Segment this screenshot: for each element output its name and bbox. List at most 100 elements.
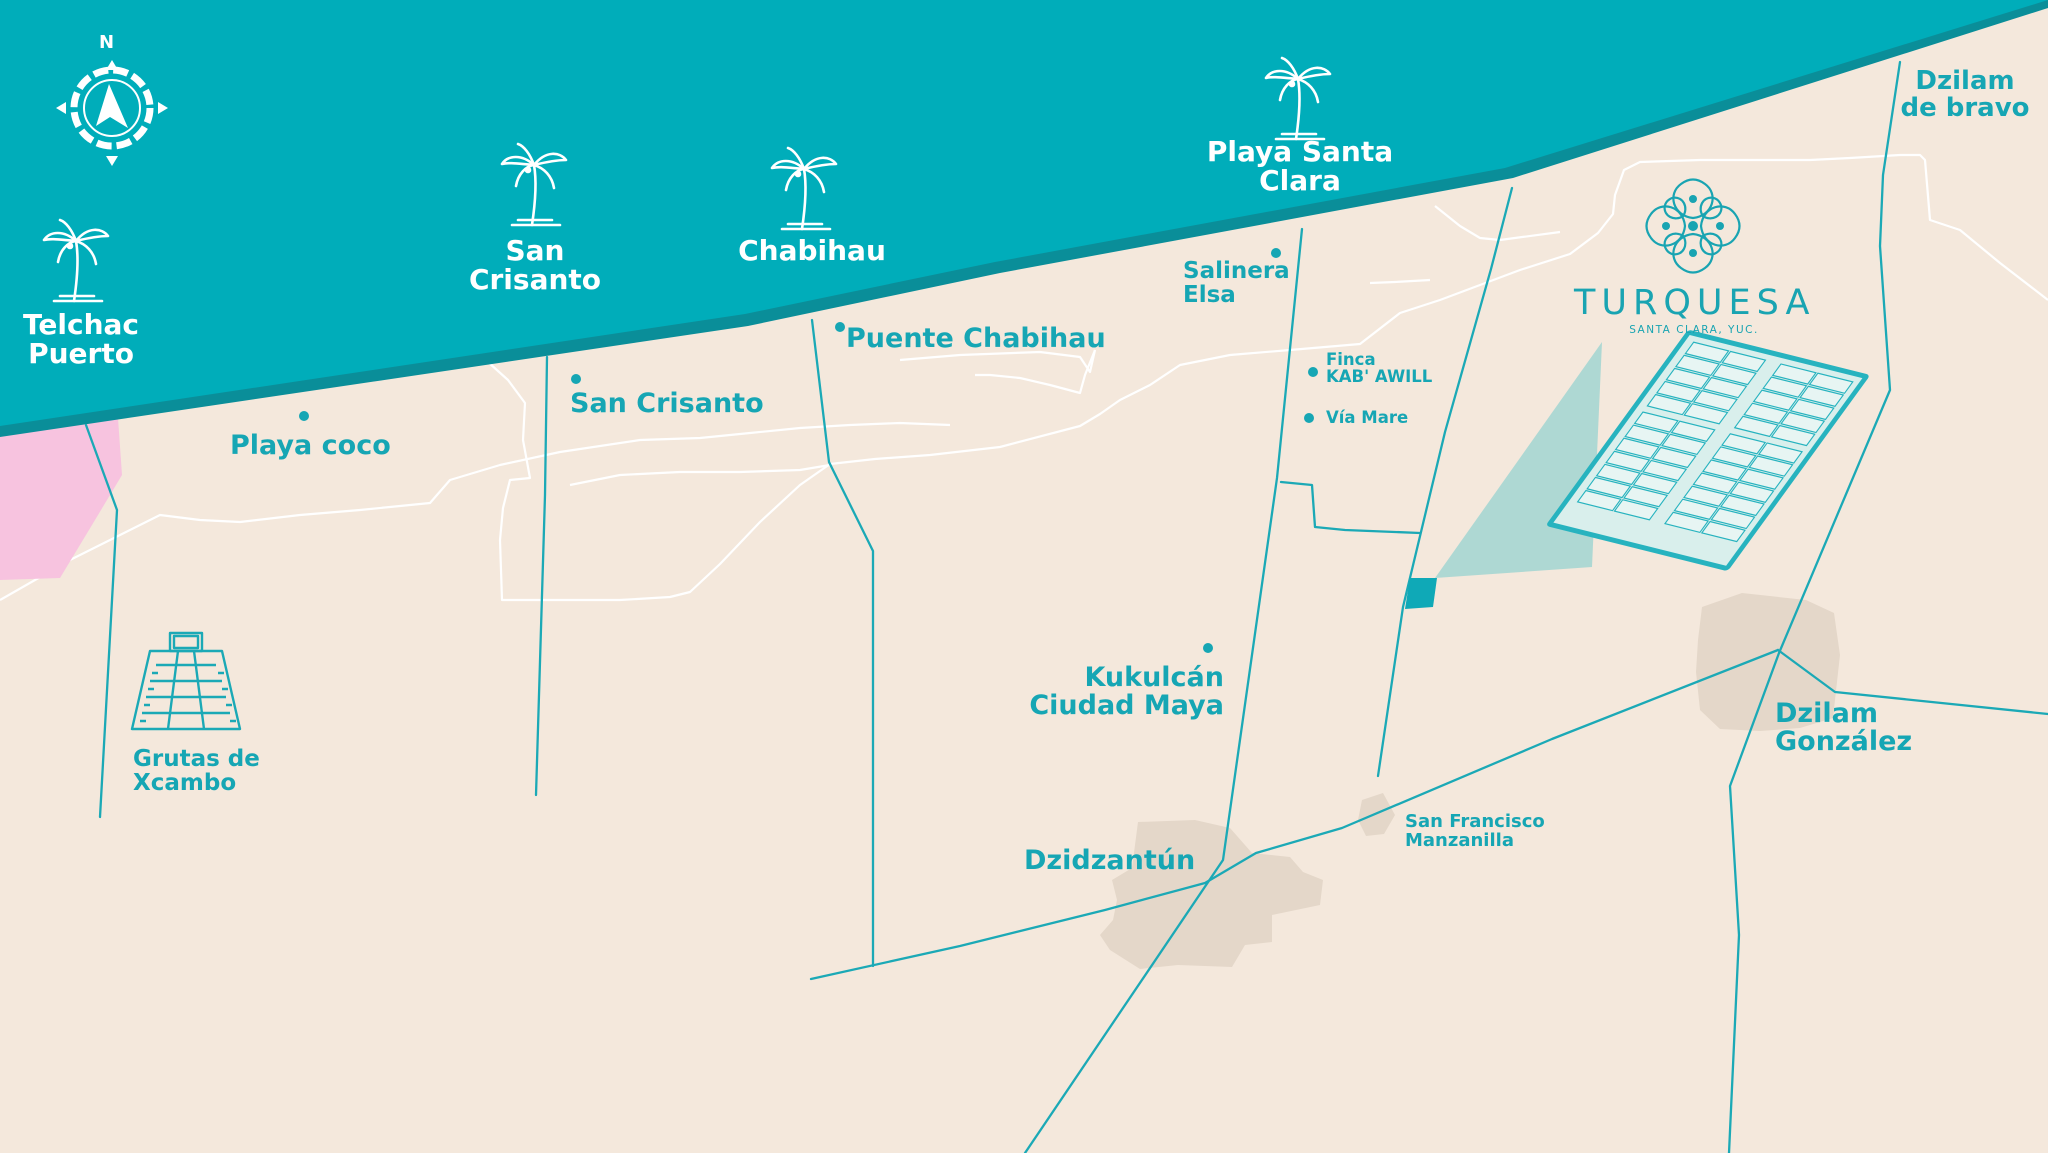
development-lot xyxy=(1673,498,1719,520)
development-lot xyxy=(1738,468,1785,490)
road-dzilam-west xyxy=(1376,186,1514,778)
development-lot xyxy=(1576,489,1622,512)
via-mare-marker xyxy=(1304,413,1314,423)
development-lot xyxy=(1632,472,1678,495)
development-lot xyxy=(1757,442,1804,464)
salinera-elsa-marker xyxy=(1271,248,1281,258)
road-telchac xyxy=(84,423,119,819)
road-east-west xyxy=(809,648,1780,981)
san-crisanto-marker xyxy=(571,374,581,384)
development-lot xyxy=(1808,372,1854,394)
logo-petal-inner xyxy=(1663,232,1687,256)
development-lot xyxy=(1605,450,1651,473)
dzidzantun-area xyxy=(1100,820,1323,969)
compass-north-label: N xyxy=(99,32,114,53)
brand-subtitle: SANTA CLARA, YUC. xyxy=(1629,324,1759,336)
development-lot xyxy=(1683,403,1729,425)
label-dzilam-gonzalez: Dzilam González xyxy=(1775,698,1913,758)
label-salinera-elsa: Salinera Elsa xyxy=(1183,258,1290,308)
development-lot xyxy=(1661,433,1707,456)
development-lot xyxy=(1700,520,1746,543)
development-lot xyxy=(1733,415,1779,438)
label-puente-chabihau: Puente Chabihau xyxy=(846,323,1106,354)
label-playa-coco: Playa coco xyxy=(230,430,391,461)
development-lot xyxy=(1799,385,1845,407)
development-lot xyxy=(1595,463,1641,486)
playa-coco-marker xyxy=(299,411,309,421)
label-san-crisanto: San Crisanto xyxy=(570,388,764,419)
development-plan xyxy=(1547,330,1869,571)
label-dzidzantun: Dzidzantún xyxy=(1024,845,1196,876)
project-entrance xyxy=(1405,578,1437,609)
development-lot xyxy=(1665,367,1711,390)
development-lot xyxy=(1614,437,1660,459)
development-lot xyxy=(1674,354,1721,377)
beach-label-telchac: Telchac Puerto xyxy=(23,308,139,371)
logo-petal-inner xyxy=(1699,196,1723,220)
puente-chabihau-marker xyxy=(835,322,845,332)
development-lot xyxy=(1711,363,1757,386)
brand-name: TURQUESA xyxy=(1574,283,1816,323)
development-lot xyxy=(1710,507,1756,530)
turquesa-logo-icon xyxy=(1645,178,1741,274)
development-lot xyxy=(1646,393,1692,416)
development-lot xyxy=(1624,424,1670,446)
development-lot xyxy=(1719,494,1765,517)
development-lot xyxy=(1702,376,1748,399)
development-lot xyxy=(1683,485,1729,507)
development-lot xyxy=(1789,398,1835,421)
development-lot xyxy=(1770,424,1816,447)
development-lot xyxy=(1692,472,1738,494)
roads xyxy=(84,60,2048,1153)
finca-marker xyxy=(1308,367,1318,377)
development-lot xyxy=(1684,341,1730,363)
palm-tree-icon xyxy=(770,146,838,231)
development-lot xyxy=(1651,446,1697,469)
road-chabihau xyxy=(810,318,875,968)
development-lot xyxy=(1721,433,1767,455)
label-san-francisco-manzanilla: San Francisco Manzanilla xyxy=(1405,811,1545,851)
road-dzilam-east xyxy=(1776,648,2048,716)
development-lot xyxy=(1711,446,1757,468)
development-lot xyxy=(1752,389,1798,411)
development-lot xyxy=(1670,420,1716,442)
town-areas xyxy=(1100,593,1840,969)
development-lot xyxy=(1762,376,1808,398)
kukulcan-marker xyxy=(1203,643,1213,653)
development-lot xyxy=(1780,411,1826,434)
pyramid-icon xyxy=(130,631,242,731)
development-lot xyxy=(1721,350,1767,373)
palm-tree-icon xyxy=(1264,56,1332,141)
development-lot xyxy=(1692,390,1738,412)
development-lot xyxy=(1655,380,1702,403)
road-dzilam-bravo xyxy=(1727,60,1902,1153)
development-lot xyxy=(1664,511,1710,534)
label-kukulcan: Kukulcán Ciudad Maya xyxy=(1029,662,1224,722)
beach-label-san-crisanto: San Crisanto xyxy=(468,234,602,297)
development-lot xyxy=(1623,485,1669,508)
development-lot xyxy=(1702,459,1748,481)
beach-label-chabihau: Chabihau xyxy=(738,234,886,267)
label-grutas-xcambo: Grutas de Xcambo xyxy=(133,746,260,796)
municipal-boundaries xyxy=(0,153,2048,602)
logo-petal xyxy=(1645,205,1687,247)
development-lot xyxy=(1613,499,1659,521)
development-lot xyxy=(1748,455,1794,477)
palm-tree-icon xyxy=(500,142,568,227)
label-via-mare: Vía Mare xyxy=(1326,408,1409,427)
label-dzilam-bravo: Dzilam de bravo xyxy=(1900,66,2030,124)
logo-petal xyxy=(1699,205,1741,247)
development-lot xyxy=(1633,411,1679,433)
logo-petal-inner xyxy=(1663,196,1687,220)
palm-tree-icon xyxy=(42,218,110,303)
logo-petal-inner xyxy=(1699,232,1723,256)
logo-petal xyxy=(1672,232,1714,274)
development-lot xyxy=(1642,459,1688,482)
compass-icon: N xyxy=(56,32,168,166)
road-local-connector xyxy=(1279,480,1422,535)
road-santa-clara xyxy=(1023,227,1304,1153)
pink-area xyxy=(0,418,122,580)
label-finca-kab-awill: Finca KAB' AWILL xyxy=(1326,350,1433,387)
logo-petal xyxy=(1672,178,1714,220)
